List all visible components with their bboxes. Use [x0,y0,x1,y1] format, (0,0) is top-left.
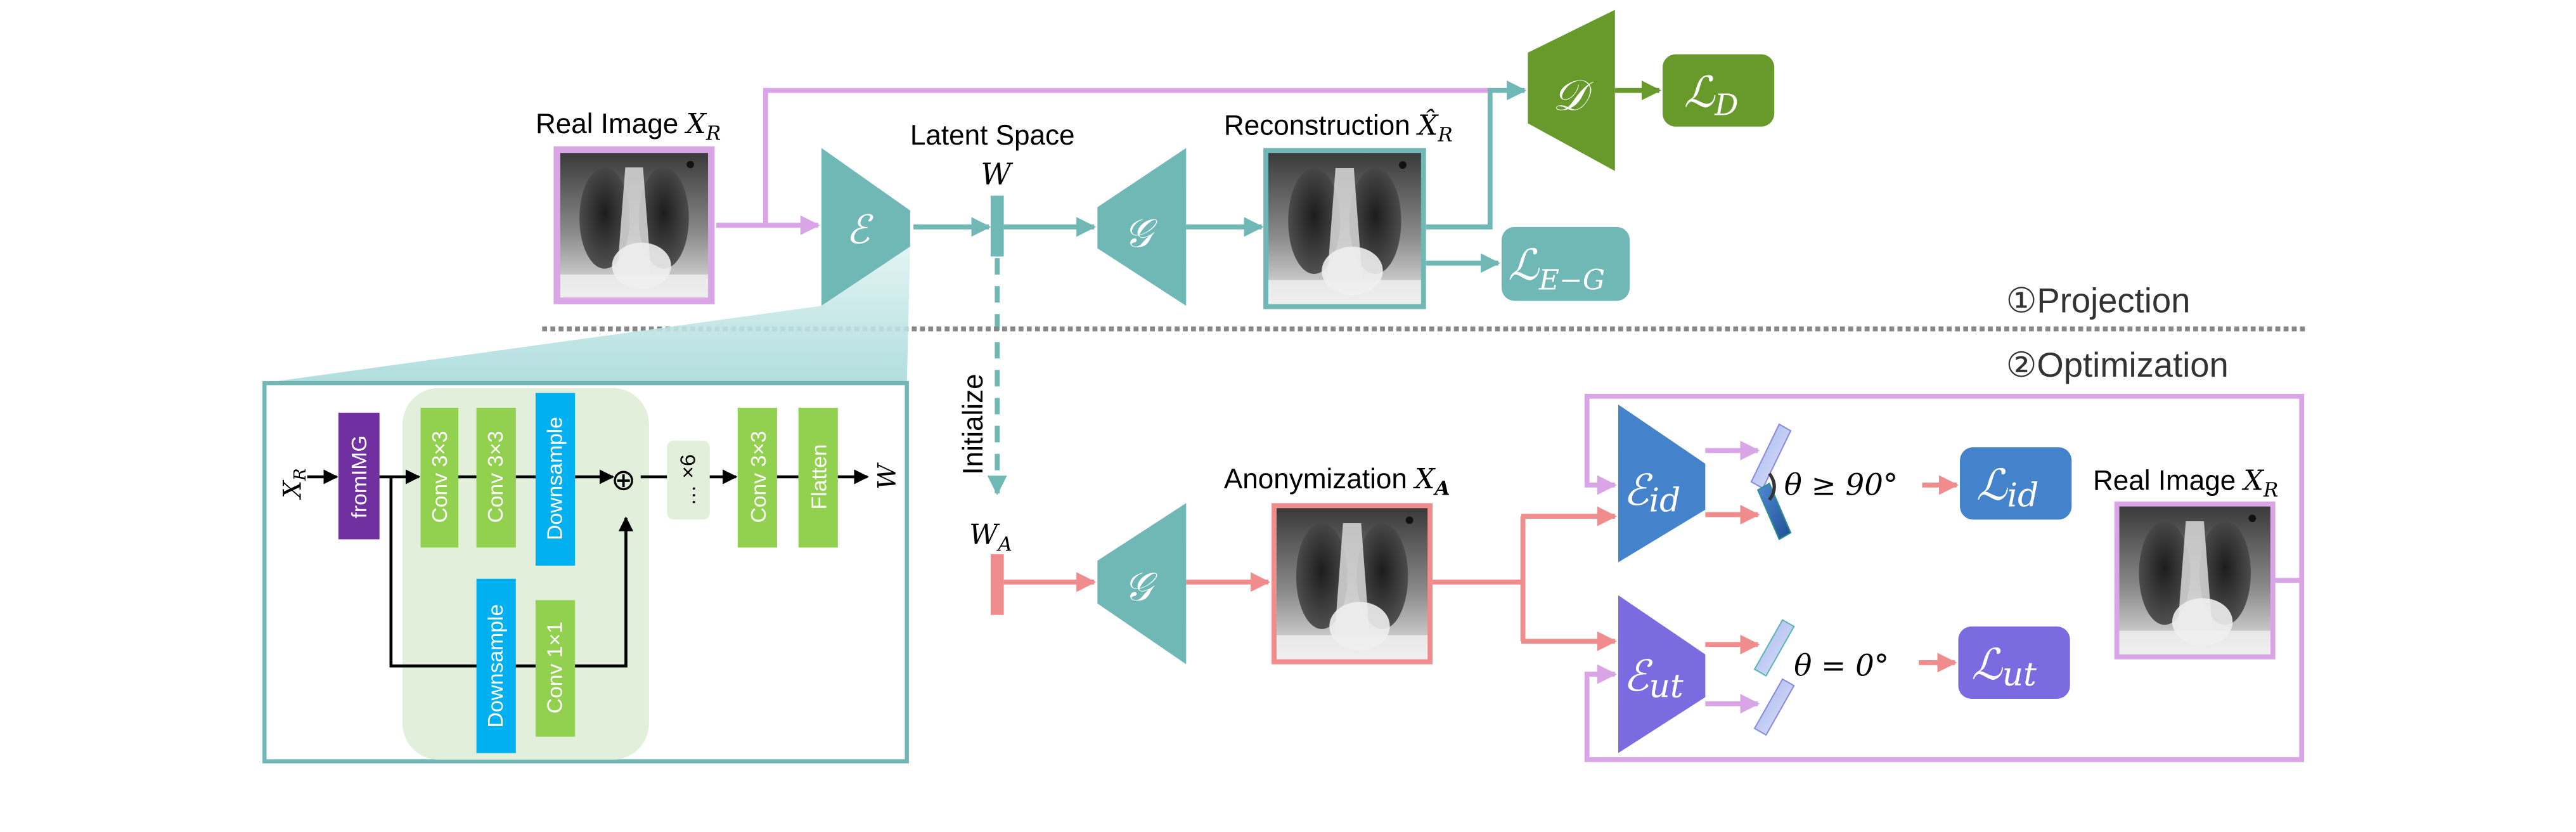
encoder-block [821,148,910,306]
id-anon-feature-vector [1756,482,1792,540]
initialize-label: Initialize [958,374,989,474]
real-to-enc-ut-loop [1584,580,2305,762]
latent-wa-vector [990,554,1004,615]
latent-vector [990,195,1004,257]
latent-wa-label: WA [969,519,1012,556]
anonymization-label: Anonymization XA [1224,463,1450,500]
latent-var-label: W [981,157,1014,192]
conv3x3-block-final [737,408,777,548]
loss-id-box [1960,447,2072,520]
loss-d-label: ℒD [1684,67,1739,123]
phase-optimization-label: ②Optimization [2006,346,2229,384]
loss-eg-box [1501,226,1630,301]
loss-eg-label: ℒE−G [1508,240,1605,297]
latent-space-label: Latent Space [910,120,1075,151]
reconstruction-label: Reconstruction X̂R [1224,108,1453,146]
real-image-xray [560,153,709,298]
conv1x1-block [535,600,576,737]
real-image-xray-bottom [2119,506,2270,654]
generator-symbol-top: 𝒢 [1124,210,1157,256]
real-to-enc-id-loop [1584,393,2305,583]
encoder-id-block [1618,404,1706,562]
conv3x3-label-final: Conv 3×3 [747,431,771,523]
conv3x3-block-1 [420,408,459,548]
downsample-block-main [535,393,576,566]
encoder-input-var: XR [278,468,310,500]
loss-id-label: ℒid [1976,460,2038,514]
repeat-block [667,440,710,520]
real-to-discriminator-line [763,88,1492,226]
angle-arc-icon [1768,472,1776,501]
loss-ut-box [1958,626,2070,699]
conv3x3-label-1: Conv 3×3 [428,431,452,523]
fromimg-block [338,412,380,540]
generator-block-bottom [1097,503,1187,665]
zoom-funnel [262,246,910,384]
conv3x3-label-2: Conv 3×3 [484,431,508,523]
angle-id-label: θ ≥ 90° [1784,468,1898,502]
conv1x1-label: Conv 1×1 [543,621,567,713]
ut-real-feature-vector [1753,678,1795,736]
discriminator-block [1528,10,1615,171]
ut-anon-feature-vector [1753,619,1795,677]
generator-block-top [1097,148,1187,306]
angle-ut-label: θ = 0° [1794,649,1889,684]
anonymization-xray [1276,508,1428,660]
fromimg-label: fromIMG [347,435,371,518]
downsample-label-main: Downsample [543,417,567,540]
reconstruction-to-discriminator-arrow [1426,81,1527,230]
reconstruction-xray [1268,153,1421,304]
phase-projection-label: ①Projection [2006,282,2191,320]
encoder-ut-block [1618,595,1706,753]
flatten-label: Flatten [808,444,832,509]
loss-d-box [1662,54,1775,127]
loss-ut-label: ℒut [1971,639,2037,694]
real-image-label-bottom: Real Image XR [2093,465,2278,502]
downsample-label-skip: Downsample [484,604,508,728]
generator-symbol-bottom: 𝒢 [1124,563,1157,609]
encoder-id-symbol: ℰid [1623,465,1681,519]
encoder-output-var: W [873,462,902,490]
flatten-block [798,408,838,548]
add-operator: ⊕ [611,464,636,498]
conv3x3-block-2 [476,408,516,548]
encoder-symbol: ℰ [846,207,874,253]
real-image-label: Real Image XR [536,108,721,145]
encoder-ut-symbol: ℰut [1623,651,1684,705]
downsample-block-skip [476,578,516,753]
repeat-label: … ×6 [676,454,700,505]
